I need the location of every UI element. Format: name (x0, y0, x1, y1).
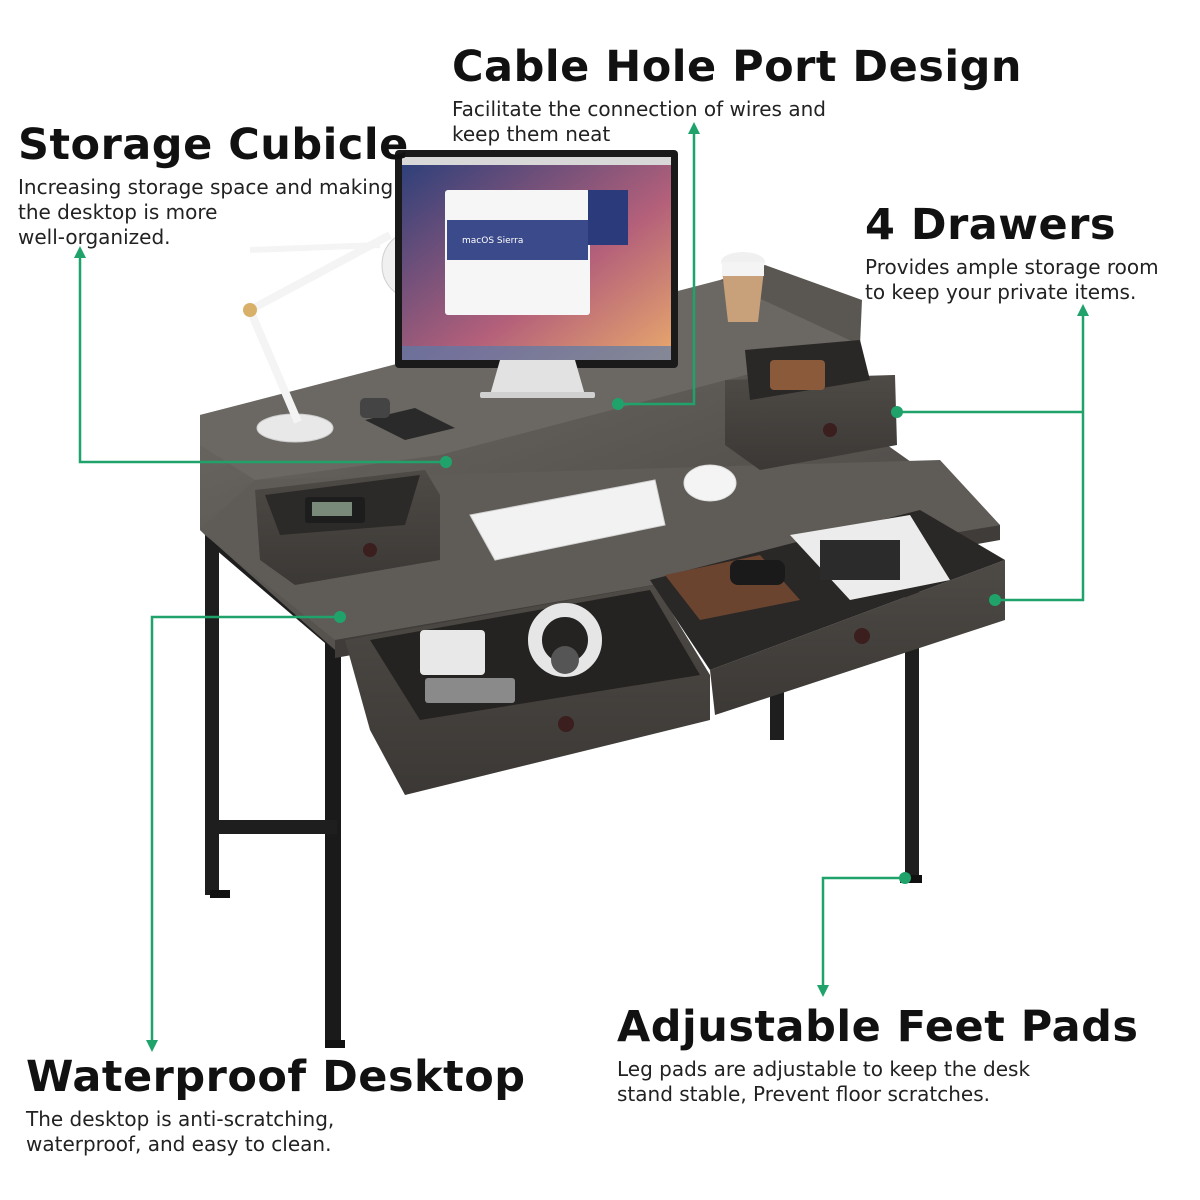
callout-description: Leg pads are adjustable to keep the desk… (617, 1057, 1031, 1107)
coffee-cup (721, 252, 765, 322)
callout-cable-hole: Cable Hole Port Design Facilitate the co… (452, 42, 1022, 147)
callout-lines (74, 122, 1089, 1052)
mouse (683, 464, 737, 502)
callout-waterproof-desktop: Waterproof Desktop The desktop is anti-s… (26, 1052, 526, 1157)
right-small-drawer (725, 340, 897, 470)
big-left-drawer (345, 585, 710, 795)
callout-description: Increasing storage space and making the … (18, 175, 394, 250)
callout-title: Waterproof Desktop (26, 1052, 526, 1102)
callout-title: Adjustable Feet Pads (617, 1002, 1139, 1052)
callout-adjustable-feet-pads: Adjustable Feet Pads Leg pads are adjust… (617, 1002, 1139, 1107)
callout-4-drawers: 4 Drawers Provides ample storage room to… (865, 200, 1159, 305)
callout-title: Cable Hole Port Design (452, 42, 1022, 92)
big-right-drawer (650, 510, 1005, 715)
callout-description: Facilitate the connection of wires and k… (452, 97, 826, 147)
keyboard (469, 479, 666, 561)
left-small-drawer (255, 470, 440, 585)
callout-title: Storage Cubicle (18, 120, 409, 170)
callout-title: 4 Drawers (865, 200, 1116, 250)
callout-storage-cubicle: Storage Cubicle Increasing storage space… (18, 120, 409, 250)
screen-os-label: macOS Sierra (462, 236, 523, 246)
monitor: macOS Sierra (395, 150, 678, 398)
callout-description: The desktop is anti-scratching, waterpro… (26, 1107, 335, 1157)
callout-description: Provides ample storage room to keep your… (865, 255, 1159, 305)
